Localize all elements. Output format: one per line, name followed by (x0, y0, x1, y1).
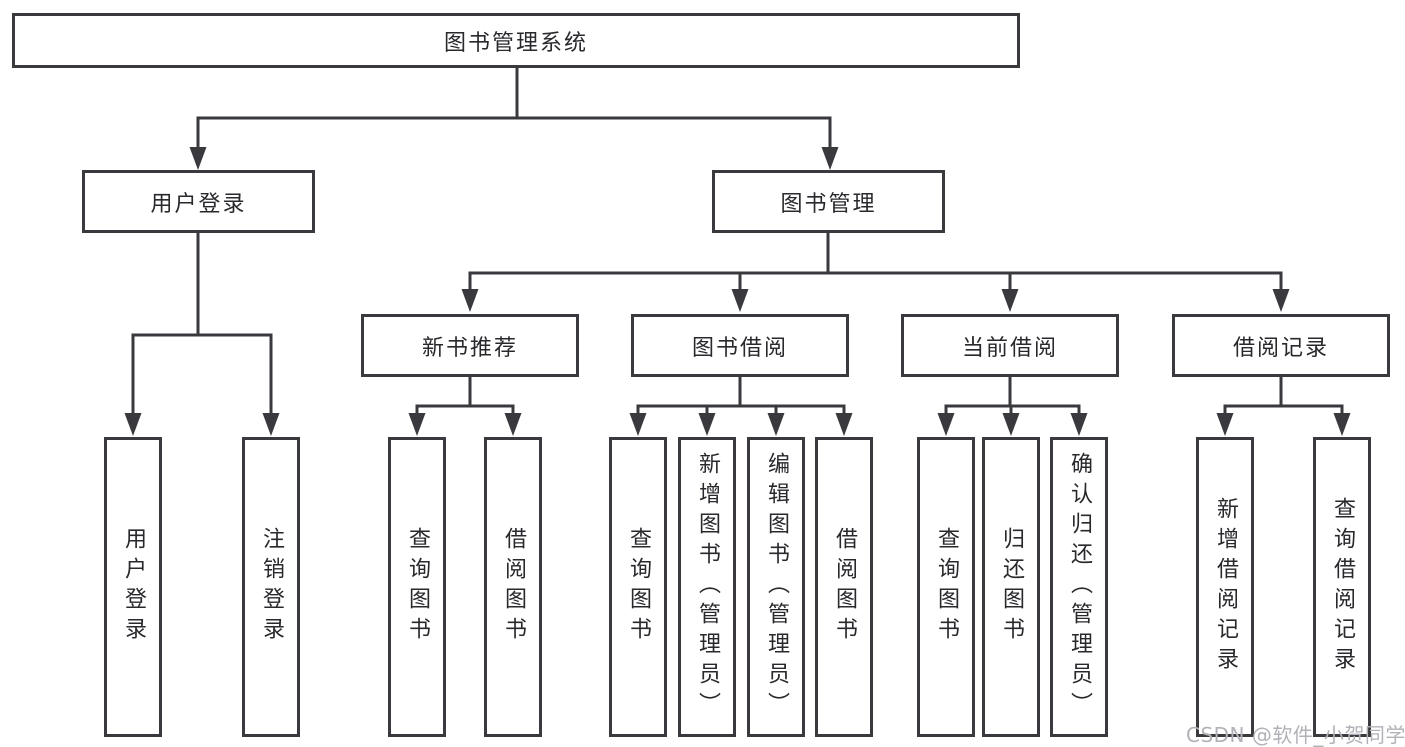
csdn-watermark: CSDN @软件_小贺同学 (1186, 723, 1405, 747)
leaf-borrow-books-recommend: 借阅图书 (484, 437, 542, 737)
leaf-user-login: 用户登录 (104, 437, 162, 737)
leaf-query-books-current: 查询图书 (917, 437, 975, 737)
node-root-system: 图书管理系统 (12, 13, 1020, 68)
leaf-query-borrow-record: 查询借阅记录 (1313, 437, 1371, 737)
leaf-return-books: 归还图书 (982, 437, 1040, 737)
node-current-borrowing: 当前借阅 (901, 314, 1119, 377)
leaf-edit-book-admin: 编辑图书（管理员） (747, 437, 805, 737)
leaf-logout: 注销登录 (242, 437, 300, 737)
node-user-login: 用户登录 (82, 170, 315, 233)
leaf-query-books-recommend: 查询图书 (388, 437, 446, 737)
leaf-query-books-borrowing: 查询图书 (609, 437, 667, 737)
node-new-book-recommend: 新书推荐 (361, 314, 579, 377)
leaf-add-book-admin: 新增图书（管理员） (678, 437, 736, 737)
node-book-management: 图书管理 (712, 170, 945, 233)
node-borrowing-records: 借阅记录 (1172, 314, 1390, 377)
leaf-add-borrow-record: 新增借阅记录 (1196, 437, 1254, 737)
node-book-borrowing: 图书借阅 (631, 314, 849, 377)
leaf-borrow-books-borrowing: 借阅图书 (815, 437, 873, 737)
leaf-confirm-return-admin: 确认归还（管理员） (1050, 437, 1108, 737)
